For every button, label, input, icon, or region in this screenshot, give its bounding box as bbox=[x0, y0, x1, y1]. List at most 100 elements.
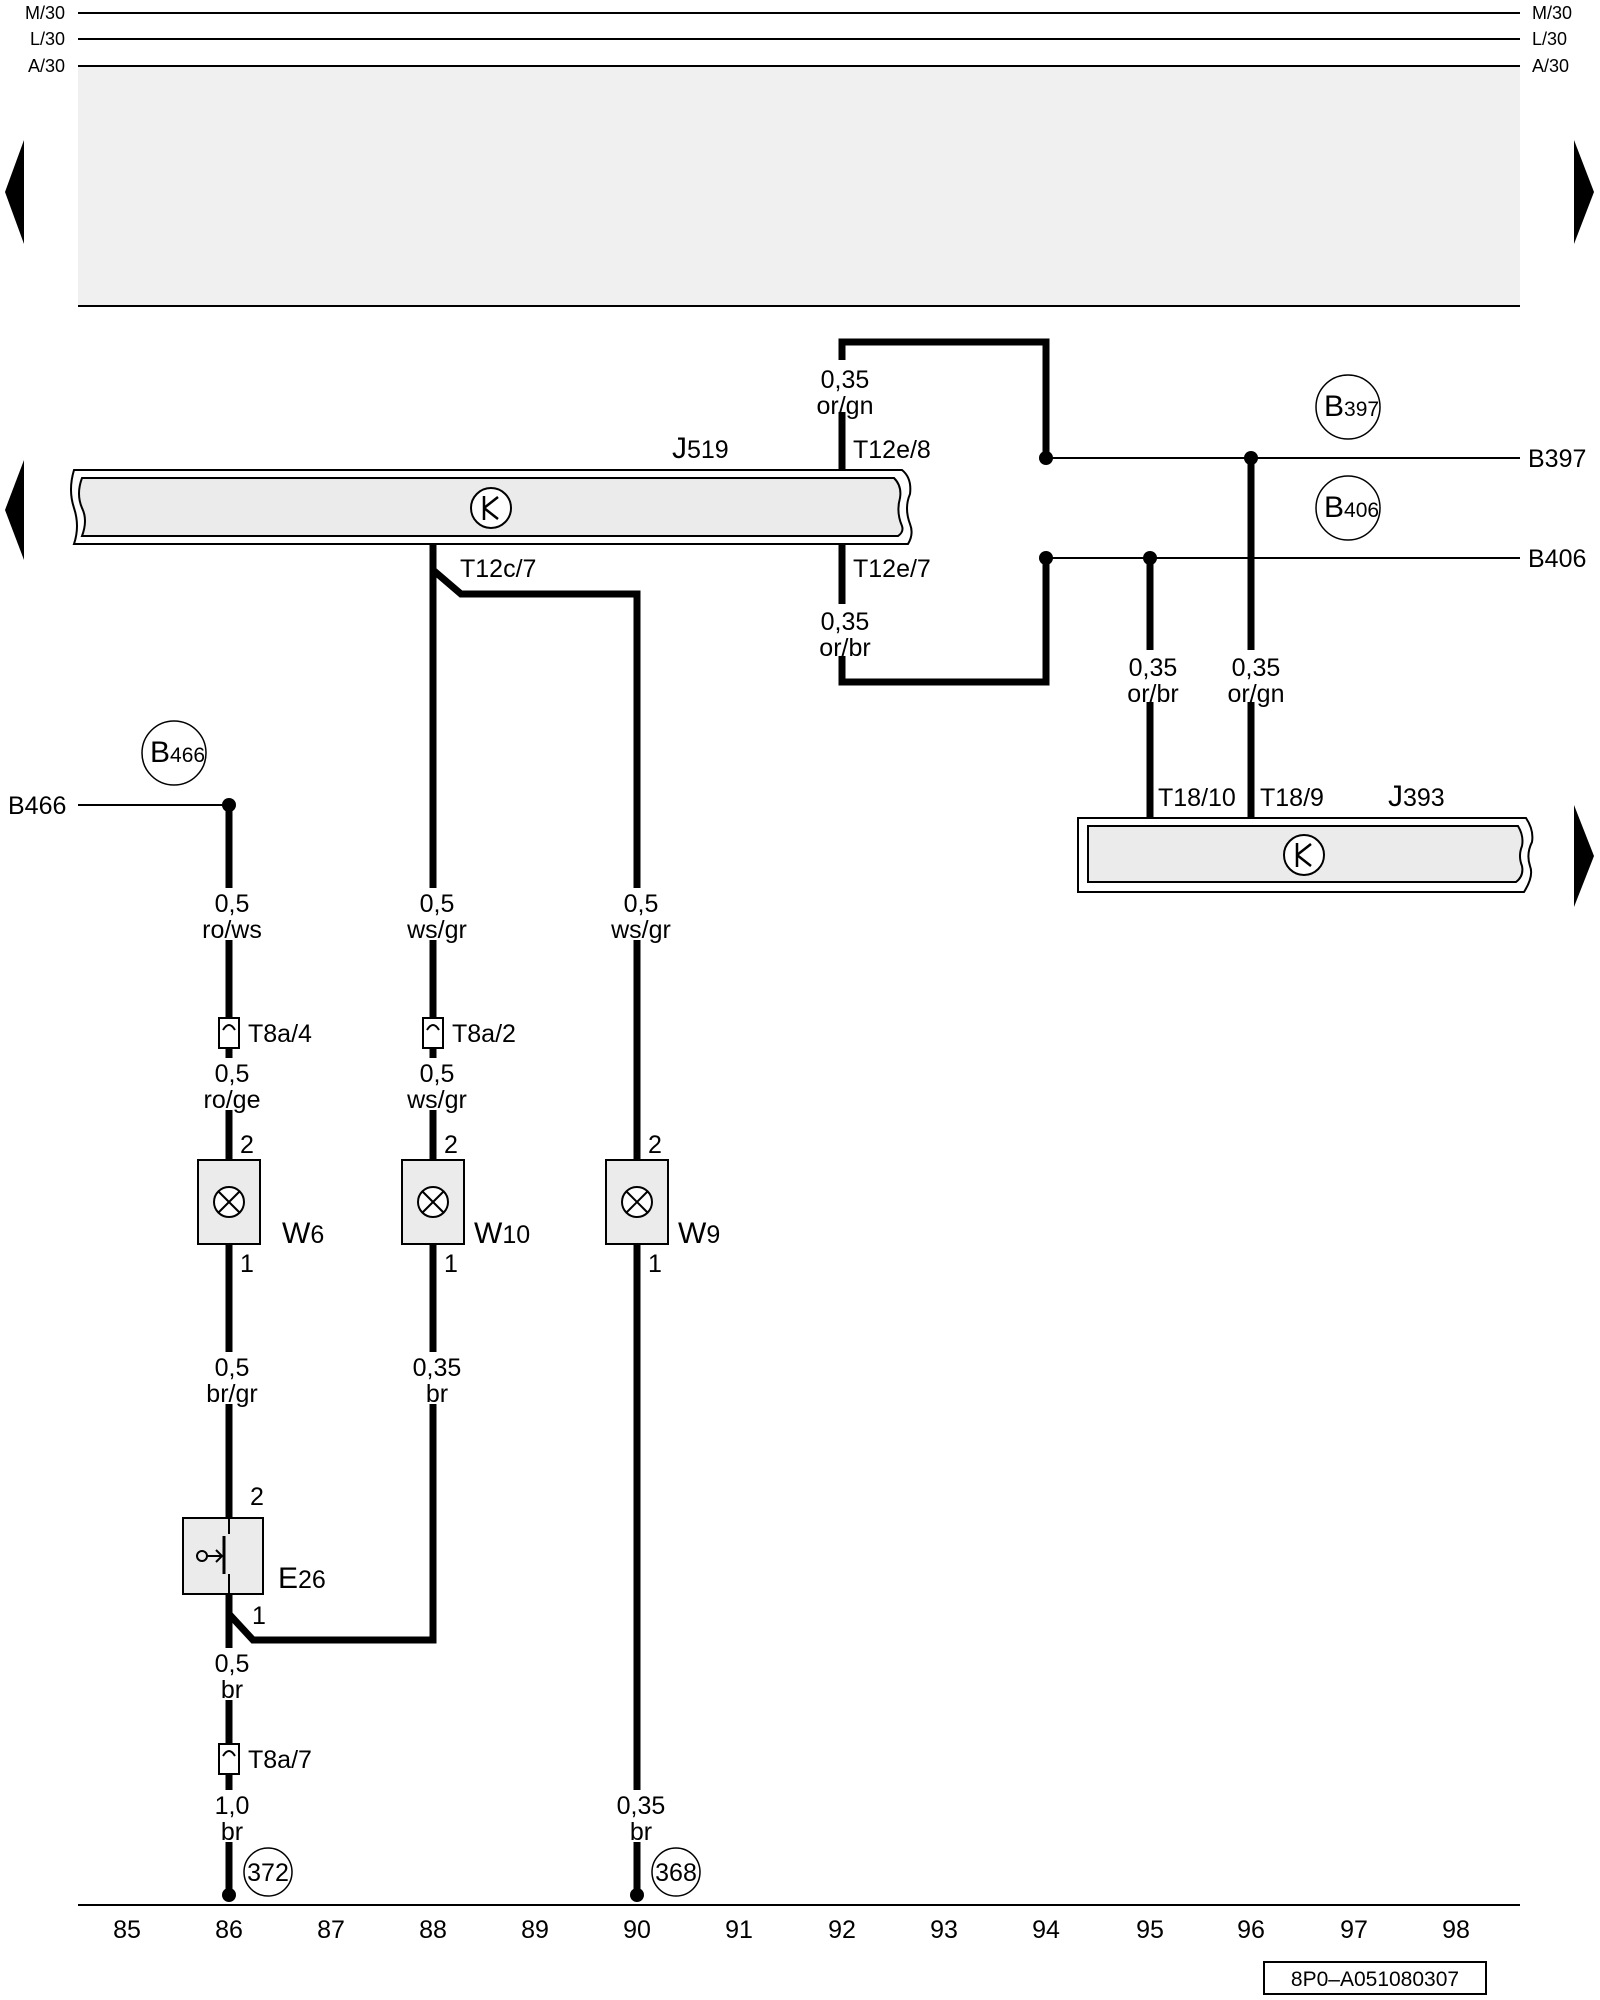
wire-size-88c: 0,35 bbox=[413, 1354, 462, 1382]
bus-reference-label-b397: B397 bbox=[1324, 390, 1379, 423]
rail-label-right-a30: A/30 bbox=[1532, 56, 1569, 76]
wire-color-86c: br/gr bbox=[206, 1380, 257, 1408]
pin-label-t12e8: T12e/8 bbox=[853, 436, 931, 464]
column-number: 88 bbox=[419, 1916, 447, 1944]
wire-color-88c: br bbox=[426, 1380, 448, 1408]
bus-reference-label-b406: B406 bbox=[1324, 491, 1379, 524]
column-number: 92 bbox=[828, 1916, 856, 1944]
column-number: 87 bbox=[317, 1916, 345, 1944]
bus-reference-label-b466: B466 bbox=[150, 736, 205, 769]
column-number: 97 bbox=[1340, 1916, 1368, 1944]
wire-color-86d: br bbox=[221, 1676, 243, 1704]
wire-color-86e: br bbox=[221, 1818, 243, 1846]
wire-color-90a: ws/gr bbox=[610, 916, 671, 944]
connector-t8a2 bbox=[422, 1017, 444, 1049]
wire-color-j393-orbr: or/br bbox=[1127, 680, 1178, 708]
pin-label-w9-top: 2 bbox=[648, 1131, 662, 1159]
column-number: 95 bbox=[1136, 1916, 1164, 1944]
previous-page-arrow-icon[interactable] bbox=[5, 460, 24, 560]
pin-label-t8a4: T8a/4 bbox=[248, 1020, 312, 1048]
column-number: 89 bbox=[521, 1916, 549, 1944]
column-numbers: 85 86 87 88 89 90 91 92 93 94 95 96 97 9… bbox=[113, 1916, 1470, 1944]
pin-label-t12e7: T12e/7 bbox=[853, 555, 931, 583]
w9-label: W9 bbox=[678, 1217, 720, 1250]
wire-t12c7 bbox=[429, 544, 641, 1895]
control-unit-j393 bbox=[1077, 817, 1534, 893]
previous-page-arrow-icon[interactable] bbox=[5, 140, 24, 244]
j393-label: J393 bbox=[1388, 780, 1445, 813]
connector-t8a7 bbox=[218, 1743, 240, 1775]
next-page-arrow-icon[interactable] bbox=[1574, 805, 1594, 907]
rail-label-left-l30: L/30 bbox=[30, 29, 65, 49]
junction-dot bbox=[1039, 551, 1053, 565]
pin-label-t8a7: T8a/7 bbox=[248, 1746, 312, 1774]
rail-label-left-a30: A/30 bbox=[28, 56, 65, 76]
pin-label-t8a2: T8a/2 bbox=[452, 1020, 516, 1048]
pin-label-w6-top: 2 bbox=[240, 1131, 254, 1159]
column-number: 94 bbox=[1032, 1916, 1060, 1944]
wire-color-90b: br bbox=[630, 1818, 652, 1846]
fuse-area-background bbox=[78, 66, 1520, 306]
wire-color-86a: ro/ws bbox=[202, 916, 262, 944]
wire-color-86b: ro/ge bbox=[204, 1086, 261, 1114]
reference-code-box bbox=[1263, 1961, 1487, 1995]
w6-label: W6 bbox=[282, 1217, 324, 1250]
wire-color-88b: ws/gr bbox=[406, 1086, 467, 1114]
rail-label-right-m30: M/30 bbox=[1532, 3, 1572, 23]
wire-size-86e: 1,0 bbox=[215, 1792, 250, 1820]
wire-size-j393-orbr: 0,35 bbox=[1129, 654, 1178, 682]
column-number: 96 bbox=[1237, 1916, 1265, 1944]
bus-reference-circle-b406[interactable] bbox=[1315, 475, 1381, 541]
bus-label-b397: B397 bbox=[1528, 445, 1586, 473]
ground-label-368: 368 bbox=[655, 1859, 697, 1887]
pin-label-w9-bottom: 1 bbox=[648, 1250, 662, 1278]
wire-size-top-orbr: 0,35 bbox=[821, 608, 870, 636]
column-number: 98 bbox=[1442, 1916, 1470, 1944]
pin-label-t189: T18/9 bbox=[1260, 784, 1324, 812]
w10-label: W10 bbox=[474, 1217, 530, 1250]
column-number: 90 bbox=[623, 1916, 651, 1944]
junction-dot bbox=[1143, 551, 1157, 565]
ground-reference-372[interactable] bbox=[243, 1847, 293, 1897]
junction-dot bbox=[222, 1888, 236, 1902]
junction-dot bbox=[1244, 451, 1258, 465]
ground-label-372: 372 bbox=[247, 1859, 289, 1887]
bus-reference-circle-b466[interactable] bbox=[141, 720, 207, 786]
ground-reference-368[interactable] bbox=[651, 1847, 701, 1897]
wire-size-90a: 0,5 bbox=[624, 890, 659, 918]
next-page-arrow-icon[interactable] bbox=[1574, 140, 1594, 244]
wire-size-86a: 0,5 bbox=[215, 890, 250, 918]
rail-label-left-m30: M/30 bbox=[25, 3, 65, 23]
wire-color-top-orgn: or/gn bbox=[817, 392, 874, 420]
wire-size-j393-orgn: 0,35 bbox=[1232, 654, 1281, 682]
wire-size-86c: 0,5 bbox=[215, 1354, 250, 1382]
pin-label-w6-bottom: 1 bbox=[240, 1250, 254, 1278]
pin-label-w10-top: 2 bbox=[444, 1131, 458, 1159]
control-unit-j519 bbox=[70, 469, 913, 545]
pin-label-e26-top: 2 bbox=[250, 1483, 264, 1511]
junction-dot bbox=[1039, 451, 1053, 465]
switch-e26 bbox=[182, 1506, 264, 1604]
bus-reference-circle-b397[interactable] bbox=[1315, 374, 1381, 440]
bulb-w9 bbox=[605, 1159, 669, 1245]
pin-label-t1810: T18/10 bbox=[1158, 784, 1236, 812]
rail-label-right-l30: L/30 bbox=[1532, 29, 1567, 49]
wire-size-90b: 0,35 bbox=[617, 1792, 666, 1820]
connector-t8a4 bbox=[218, 1017, 240, 1049]
wire-size-86b: 0,5 bbox=[215, 1060, 250, 1088]
e26-label: E26 bbox=[278, 1562, 326, 1595]
bulb-w6 bbox=[197, 1159, 261, 1245]
pin-label-e26-bottom: 1 bbox=[252, 1602, 266, 1630]
wire-color-top-orbr: or/br bbox=[819, 634, 870, 662]
wire-size-86d: 0,5 bbox=[215, 1650, 250, 1678]
wire-size-top-orgn: 0,35 bbox=[821, 366, 870, 394]
wire-color-j393-orgn: or/gn bbox=[1228, 680, 1285, 708]
bulb-w10 bbox=[401, 1159, 465, 1245]
control-unit-symbol-icon bbox=[1283, 834, 1325, 876]
bus-label-b466: B466 bbox=[8, 792, 66, 820]
column-number: 85 bbox=[113, 1916, 141, 1944]
j519-label: J519 bbox=[672, 432, 729, 465]
bus-label-b406: B406 bbox=[1528, 545, 1586, 573]
wire-size-88a: 0,5 bbox=[420, 890, 455, 918]
